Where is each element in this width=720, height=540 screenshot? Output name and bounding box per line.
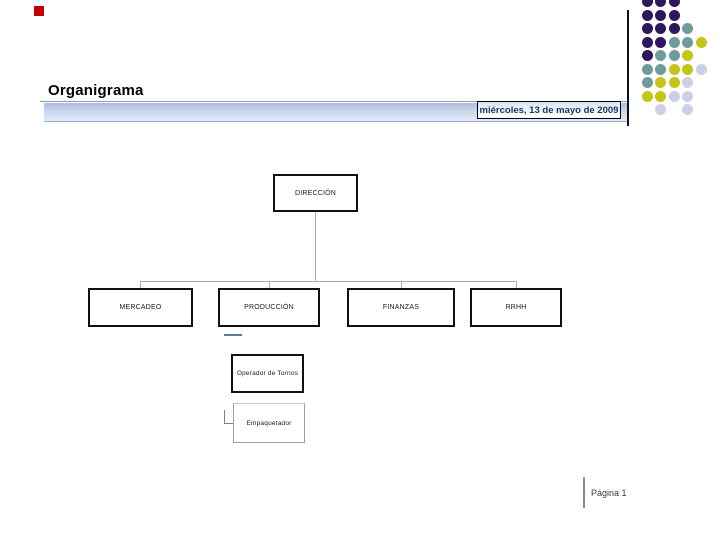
connector-bus: [140, 281, 517, 282]
org-node-label: Operador de Tornos: [236, 370, 299, 377]
decor-dot: [668, 36, 680, 48]
decor-dot: [655, 104, 666, 115]
decor-dot: [682, 50, 693, 61]
page-number: Página 1: [591, 488, 627, 498]
org-node-rrhh[interactable]: RRHH: [470, 288, 562, 327]
connector-drop-finanzas: [401, 281, 402, 288]
org-node-mercadeo[interactable]: MERCADEO: [88, 288, 193, 327]
decor-dot: [641, 63, 653, 75]
decor-dot: [682, 36, 693, 48]
decor-dot: [682, 23, 693, 34]
decor-dot: [641, 23, 653, 34]
org-node-produccion[interactable]: PRODUCCIÓN: [218, 288, 320, 327]
decor-dot: [668, 77, 680, 88]
org-node-label: RRHH: [505, 304, 527, 311]
decor-dot: [655, 23, 666, 34]
org-node-label: FINANZAS: [382, 304, 420, 311]
decor-dot: [641, 9, 653, 21]
decor-dot: [668, 90, 680, 102]
footer-divider-line: [583, 477, 585, 508]
connector-drop-mercadeo: [140, 281, 141, 288]
org-node-label: PRODUCCIÓN: [244, 304, 294, 311]
decor-dot: [641, 0, 653, 7]
decor-dot: [655, 0, 666, 7]
header-divider-line: [627, 10, 629, 126]
org-node-operador-de-tornos[interactable]: Operador de Tornos: [231, 354, 304, 393]
title-underline: [40, 101, 628, 102]
decor-dot: [682, 90, 693, 102]
decor-dot: [641, 90, 653, 102]
date-text: miércoles, 13 de mayo de 2009: [479, 104, 619, 116]
decor-dot: [668, 50, 680, 61]
connector-stub-blue: [224, 334, 242, 336]
decor-dot: [668, 23, 680, 34]
connector-elbow-vertical: [224, 410, 225, 424]
decor-dot: [695, 63, 707, 75]
connector-elbow-horizontal: [224, 423, 233, 424]
decor-dot: [655, 36, 666, 48]
decor-dot: [682, 104, 693, 115]
org-node-empaquetador[interactable]: Empaquetador: [233, 403, 305, 443]
decor-dot: [668, 9, 680, 21]
org-node-direccion[interactable]: DIRECCIÓN: [273, 174, 358, 212]
decor-dot: [668, 0, 680, 7]
decor-dot: [641, 50, 653, 61]
decor-dot: [655, 9, 666, 21]
date-box[interactable]: miércoles, 13 de mayo de 2009: [477, 101, 621, 119]
org-node-label: MERCADEO: [119, 304, 162, 311]
decor-dot: [682, 77, 693, 88]
decor-dot: [695, 36, 707, 48]
org-node-finanzas[interactable]: FINANZAS: [347, 288, 455, 327]
decor-dot: [655, 90, 666, 102]
org-node-label: DIRECCIÓN: [294, 189, 337, 197]
decor-dot: [655, 50, 666, 61]
org-node-label: Empaquetador: [246, 419, 292, 427]
decor-dot: [641, 36, 653, 48]
decor-dot: [655, 63, 666, 75]
connector-drop-produccion: [269, 281, 270, 288]
decor-dot: [655, 77, 666, 88]
connector-trunk: [315, 212, 316, 281]
decor-dot: [668, 63, 680, 75]
slide-title[interactable]: Organigrama: [48, 82, 144, 99]
connector-drop-rrhh: [516, 281, 517, 288]
red-marker-square: [34, 6, 44, 16]
decor-dot: [641, 77, 653, 88]
decor-dot: [682, 63, 693, 75]
